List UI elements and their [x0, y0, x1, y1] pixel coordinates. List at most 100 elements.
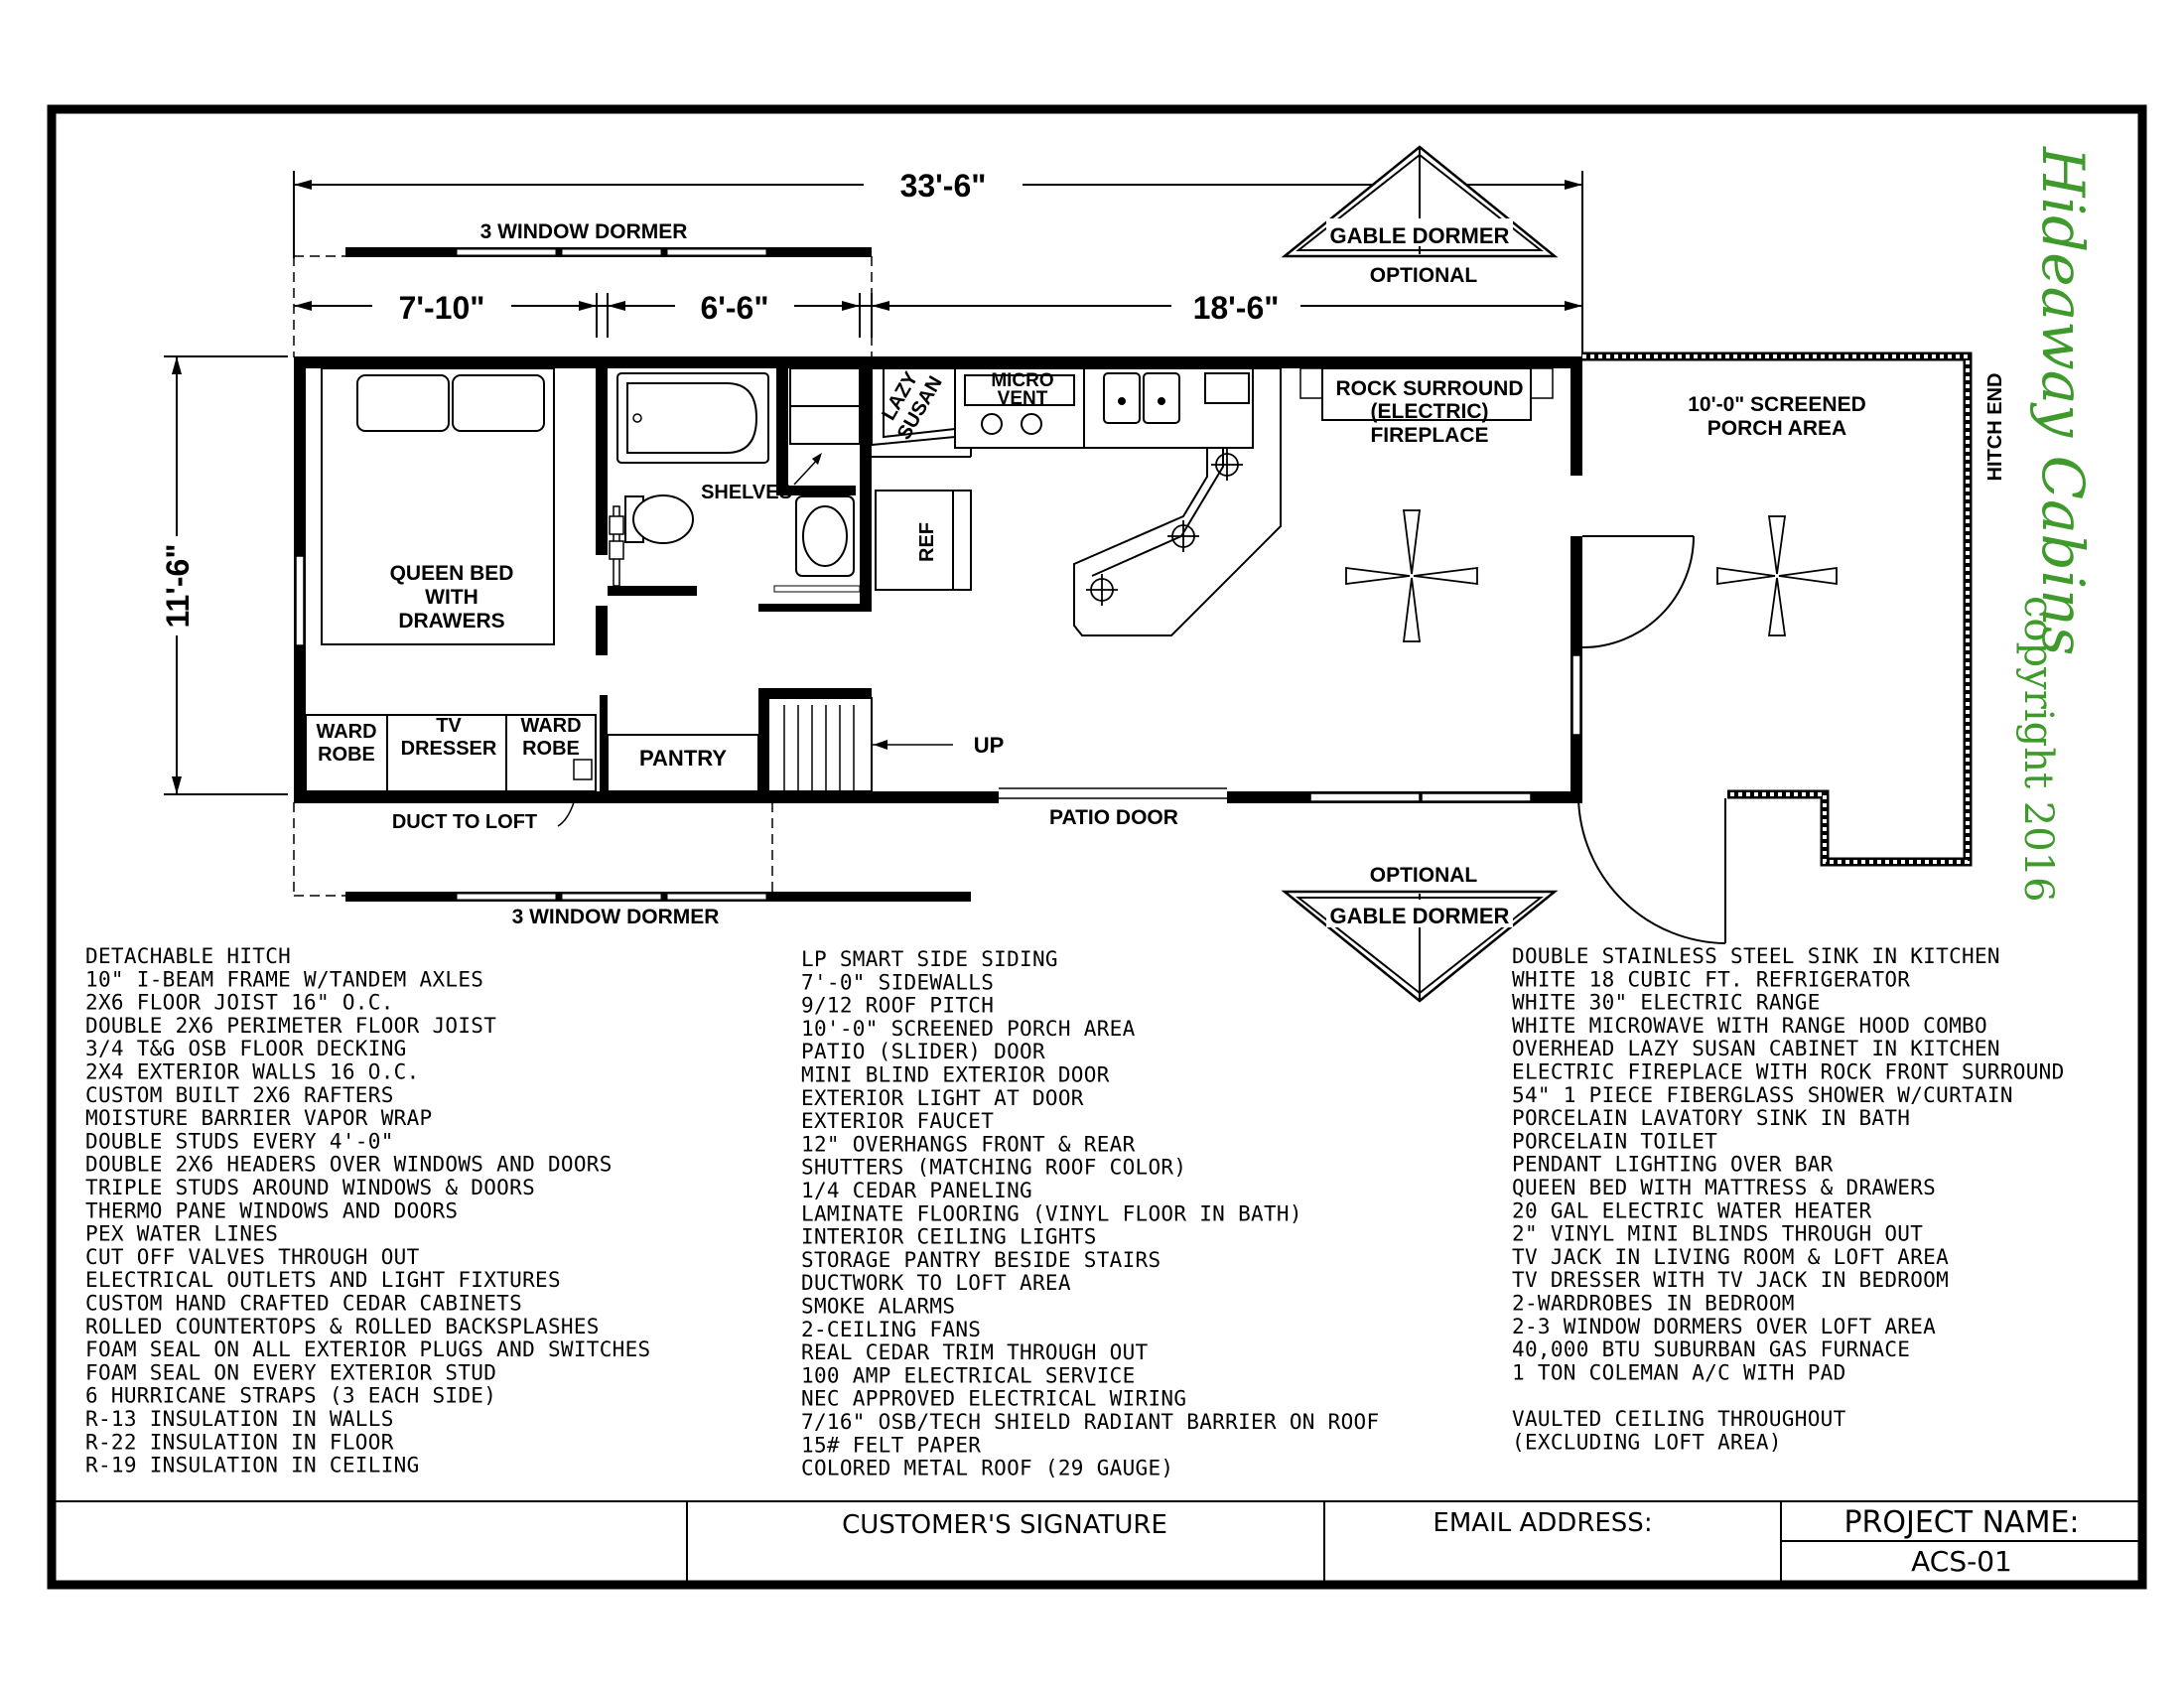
spec-item: DOUBLE 2X6 HEADERS OVER WINDOWS AND DOOR… — [85, 1153, 613, 1177]
project-name-label: PROJECT NAME: — [1843, 1505, 2079, 1540]
windows — [295, 555, 1581, 802]
micro-vent-line2: VENT — [998, 388, 1048, 409]
spec-item: 12" OVERHANGS FRONT & REAR — [801, 1132, 1136, 1156]
dimension-arrows — [172, 180, 1582, 794]
spec-item: PORCELAIN TOILET — [1512, 1129, 1717, 1153]
duct-to-loft-label: DUCT TO LOFT — [392, 811, 537, 833]
fireplace: ROCK SURROUND (ELECTRIC) FIREPLACE — [1299, 367, 1554, 447]
ref-label: REF — [916, 522, 938, 562]
spec-item: 1 TON COLEMAN A/C WITH PAD — [1512, 1360, 1846, 1384]
patio-door-label: PATIO DOOR — [1049, 806, 1178, 829]
spec-item: 9/12 ROOF PITCH — [801, 994, 994, 1018]
spec-item: WHITE MICROWAVE WITH RANGE HOOD COMBO — [1512, 1014, 1987, 1038]
tv-dresser-line1: TV — [436, 715, 462, 737]
brand-copyright: copyright 2016 — [2015, 596, 2061, 903]
micro-vent-line1: MICRO — [991, 370, 1053, 391]
spec-item: REAL CEDAR TRIM THROUGH OUT — [801, 1340, 1149, 1364]
spec-item: THERMO PANE WINDOWS AND DOORS — [85, 1198, 458, 1222]
gable-top-optional: OPTIONAL — [1370, 264, 1478, 287]
spec-item: EXTERIOR FAUCET — [801, 1109, 994, 1133]
fireplace-line1: ROCK SURROUND — [1336, 377, 1524, 400]
spec-item: PATIO (SLIDER) DOOR — [801, 1040, 1045, 1063]
spec-item: PEX WATER LINES — [85, 1222, 278, 1246]
spec-item: PORCELAIN LAVATORY SINK IN BATH — [1512, 1106, 1910, 1130]
spec-item: DUCTWORK TO LOFT AREA — [801, 1271, 1071, 1295]
spec-item: DOUBLE STAINLESS STEEL SINK IN KITCHEN — [1512, 944, 2000, 968]
spec-item: 3/4 T&G OSB FLOOR DECKING — [85, 1037, 407, 1060]
overall-length-dimension: 33'-6" — [900, 168, 987, 204]
spec-item: FOAM SEAL ON EVERY EXTERIOR STUD — [85, 1360, 496, 1384]
spec-item: 1/4 CEDAR PANELING — [801, 1179, 1032, 1202]
spec-item: LAMINATE FLOORING (VINYL FLOOR IN BATH) — [801, 1201, 1302, 1225]
wardrobe-1-line1: WARD — [316, 721, 376, 743]
fireplace-line2: (ELECTRIC) — [1371, 400, 1489, 423]
living-width-dimension: 18'-6" — [1193, 290, 1280, 326]
spec-item: WHITE 18 CUBIC FT. REFRIGERATOR — [1512, 967, 1910, 991]
spec-item: 7/16" OSB/TECH SHIELD RADIANT BARRIER ON… — [801, 1410, 1379, 1434]
gable-bottom-optional: OPTIONAL — [1370, 864, 1478, 887]
spec-item: 20 GAL ELECTRIC WATER HEATER — [1512, 1198, 1871, 1222]
spec-item: TRIPLE STUDS AROUND WINDOWS & DOORS — [85, 1176, 535, 1199]
customer-signature-label: CUSTOMER'S SIGNATURE — [842, 1510, 1167, 1540]
gable-bottom-label: GABLE DORMER — [1330, 904, 1510, 928]
interior-walls — [596, 366, 872, 794]
wardrobe-2-line2: ROBE — [522, 738, 580, 760]
spec-item: 2-WARDROBES IN BEDROOM — [1512, 1292, 1795, 1316]
bottom-dormer-label: 3 WINDOW DORMER — [512, 906, 720, 928]
bottom-window-dormer: 3 WINDOW DORMER — [293, 802, 971, 928]
spec-item: R-19 INSULATION IN CEILING — [85, 1454, 420, 1477]
spec-item: INTERIOR CEILING LIGHTS — [801, 1225, 1097, 1249]
ceiling-fan-porch — [1716, 515, 1838, 636]
spec-item: MINI BLIND EXTERIOR DOOR — [801, 1063, 1110, 1087]
spec-item: FOAM SEAL ON ALL EXTERIOR PLUGS AND SWIT… — [85, 1337, 651, 1361]
title-block: CUSTOMER'S SIGNATURE EMAIL ADDRESS: PROJ… — [56, 1500, 2138, 1581]
spec-item: STORAGE PANTRY BESIDE STAIRS — [801, 1248, 1160, 1272]
spec-item: COLORED METAL ROOF (29 GAUGE) — [801, 1457, 1173, 1480]
spec-item: EXTERIOR LIGHT AT DOOR — [801, 1086, 1084, 1110]
queen-bed-line1: QUEEN BED — [390, 562, 514, 585]
spec-item: 10" I-BEAM FRAME W/TANDEM AXLES — [85, 967, 483, 991]
spec-item: ELECTRIC FIREPLACE WITH ROCK FRONT SURRO… — [1512, 1060, 2065, 1084]
bedroom-width-dimension: 7'-10" — [399, 290, 485, 326]
gable-dormer-bottom: OPTIONAL GABLE DORMER — [1281, 864, 1559, 1003]
screened-porch: 10'-0" SCREENED PORCH AREA HITCH END — [1577, 352, 2006, 944]
sheet-border — [47, 104, 2147, 1590]
spec-item: 15# FELT PAPER — [801, 1433, 981, 1457]
spec-item: DOUBLE STUDS EVERY 4'-0" — [85, 1129, 394, 1153]
spec-item: CUSTOM HAND CRAFTED CEDAR CABINETS — [85, 1292, 522, 1316]
pantry-label: PANTRY — [639, 746, 727, 771]
pendant-lights — [1086, 449, 1243, 606]
spec-list-interior: DOUBLE STAINLESS STEEL SINK IN KITCHENWH… — [1512, 944, 2065, 1454]
porch-line2: PORCH AREA — [1707, 417, 1846, 440]
spec-item: R-22 INSULATION IN FLOOR — [85, 1430, 394, 1454]
spec-item: TV DRESSER WITH TV JACK IN BEDROOM — [1512, 1268, 1949, 1292]
spec-item: MOISTURE BARRIER VAPOR WRAP — [85, 1106, 432, 1130]
tv-dresser-line2: DRESSER — [401, 738, 497, 760]
spec-item: 40,000 BTU SUBURBAN GAS FURNACE — [1512, 1337, 1910, 1361]
spec-item: OVERHEAD LAZY SUSAN CABINET IN KITCHEN — [1512, 1037, 2000, 1060]
spec-item: CUT OFF VALVES THROUGH OUT — [85, 1245, 420, 1269]
spec-item: QUEEN BED WITH MATTRESS & DRAWERS — [1512, 1176, 1936, 1199]
spec-item: 6 HURRICANE STRAPS (3 EACH SIDE) — [85, 1384, 496, 1408]
spec-item: (EXCLUDING LOFT AREA) — [1512, 1430, 1782, 1454]
spec-item: 2-CEILING FANS — [801, 1318, 981, 1341]
spec-item: PENDANT LIGHTING OVER BAR — [1512, 1153, 1834, 1177]
ceiling-fan-living — [1345, 509, 1478, 642]
top-window-dormer: 3 WINDOW DORMER — [293, 220, 873, 357]
shelves-label: SHELVES — [701, 482, 792, 503]
spec-item: CUSTOM BUILT 2X6 RAFTERS — [85, 1083, 394, 1107]
wardrobe-2-line1: WARD — [520, 715, 581, 737]
gable-dormer-top: GABLE DORMER OPTIONAL — [1281, 145, 1559, 287]
fireplace-line3: FIREPLACE — [1370, 424, 1488, 447]
spec-item: LP SMART SIDE SIDING — [801, 947, 1058, 971]
stairs-up-label: UP — [974, 733, 1005, 758]
spec-item: 2X4 EXTERIOR WALLS 16 O.C. — [85, 1060, 420, 1084]
hitch-end-label: HITCH END — [1984, 373, 2006, 482]
queen-bed-line3: DRAWERS — [398, 610, 504, 633]
email-address-label: EMAIL ADDRESS: — [1433, 1508, 1652, 1538]
spec-item: 2" VINYL MINI BLINDS THROUGH OUT — [1512, 1222, 1923, 1246]
kitchen — [871, 367, 1282, 636]
spec-item: DETACHABLE HITCH — [85, 944, 291, 968]
